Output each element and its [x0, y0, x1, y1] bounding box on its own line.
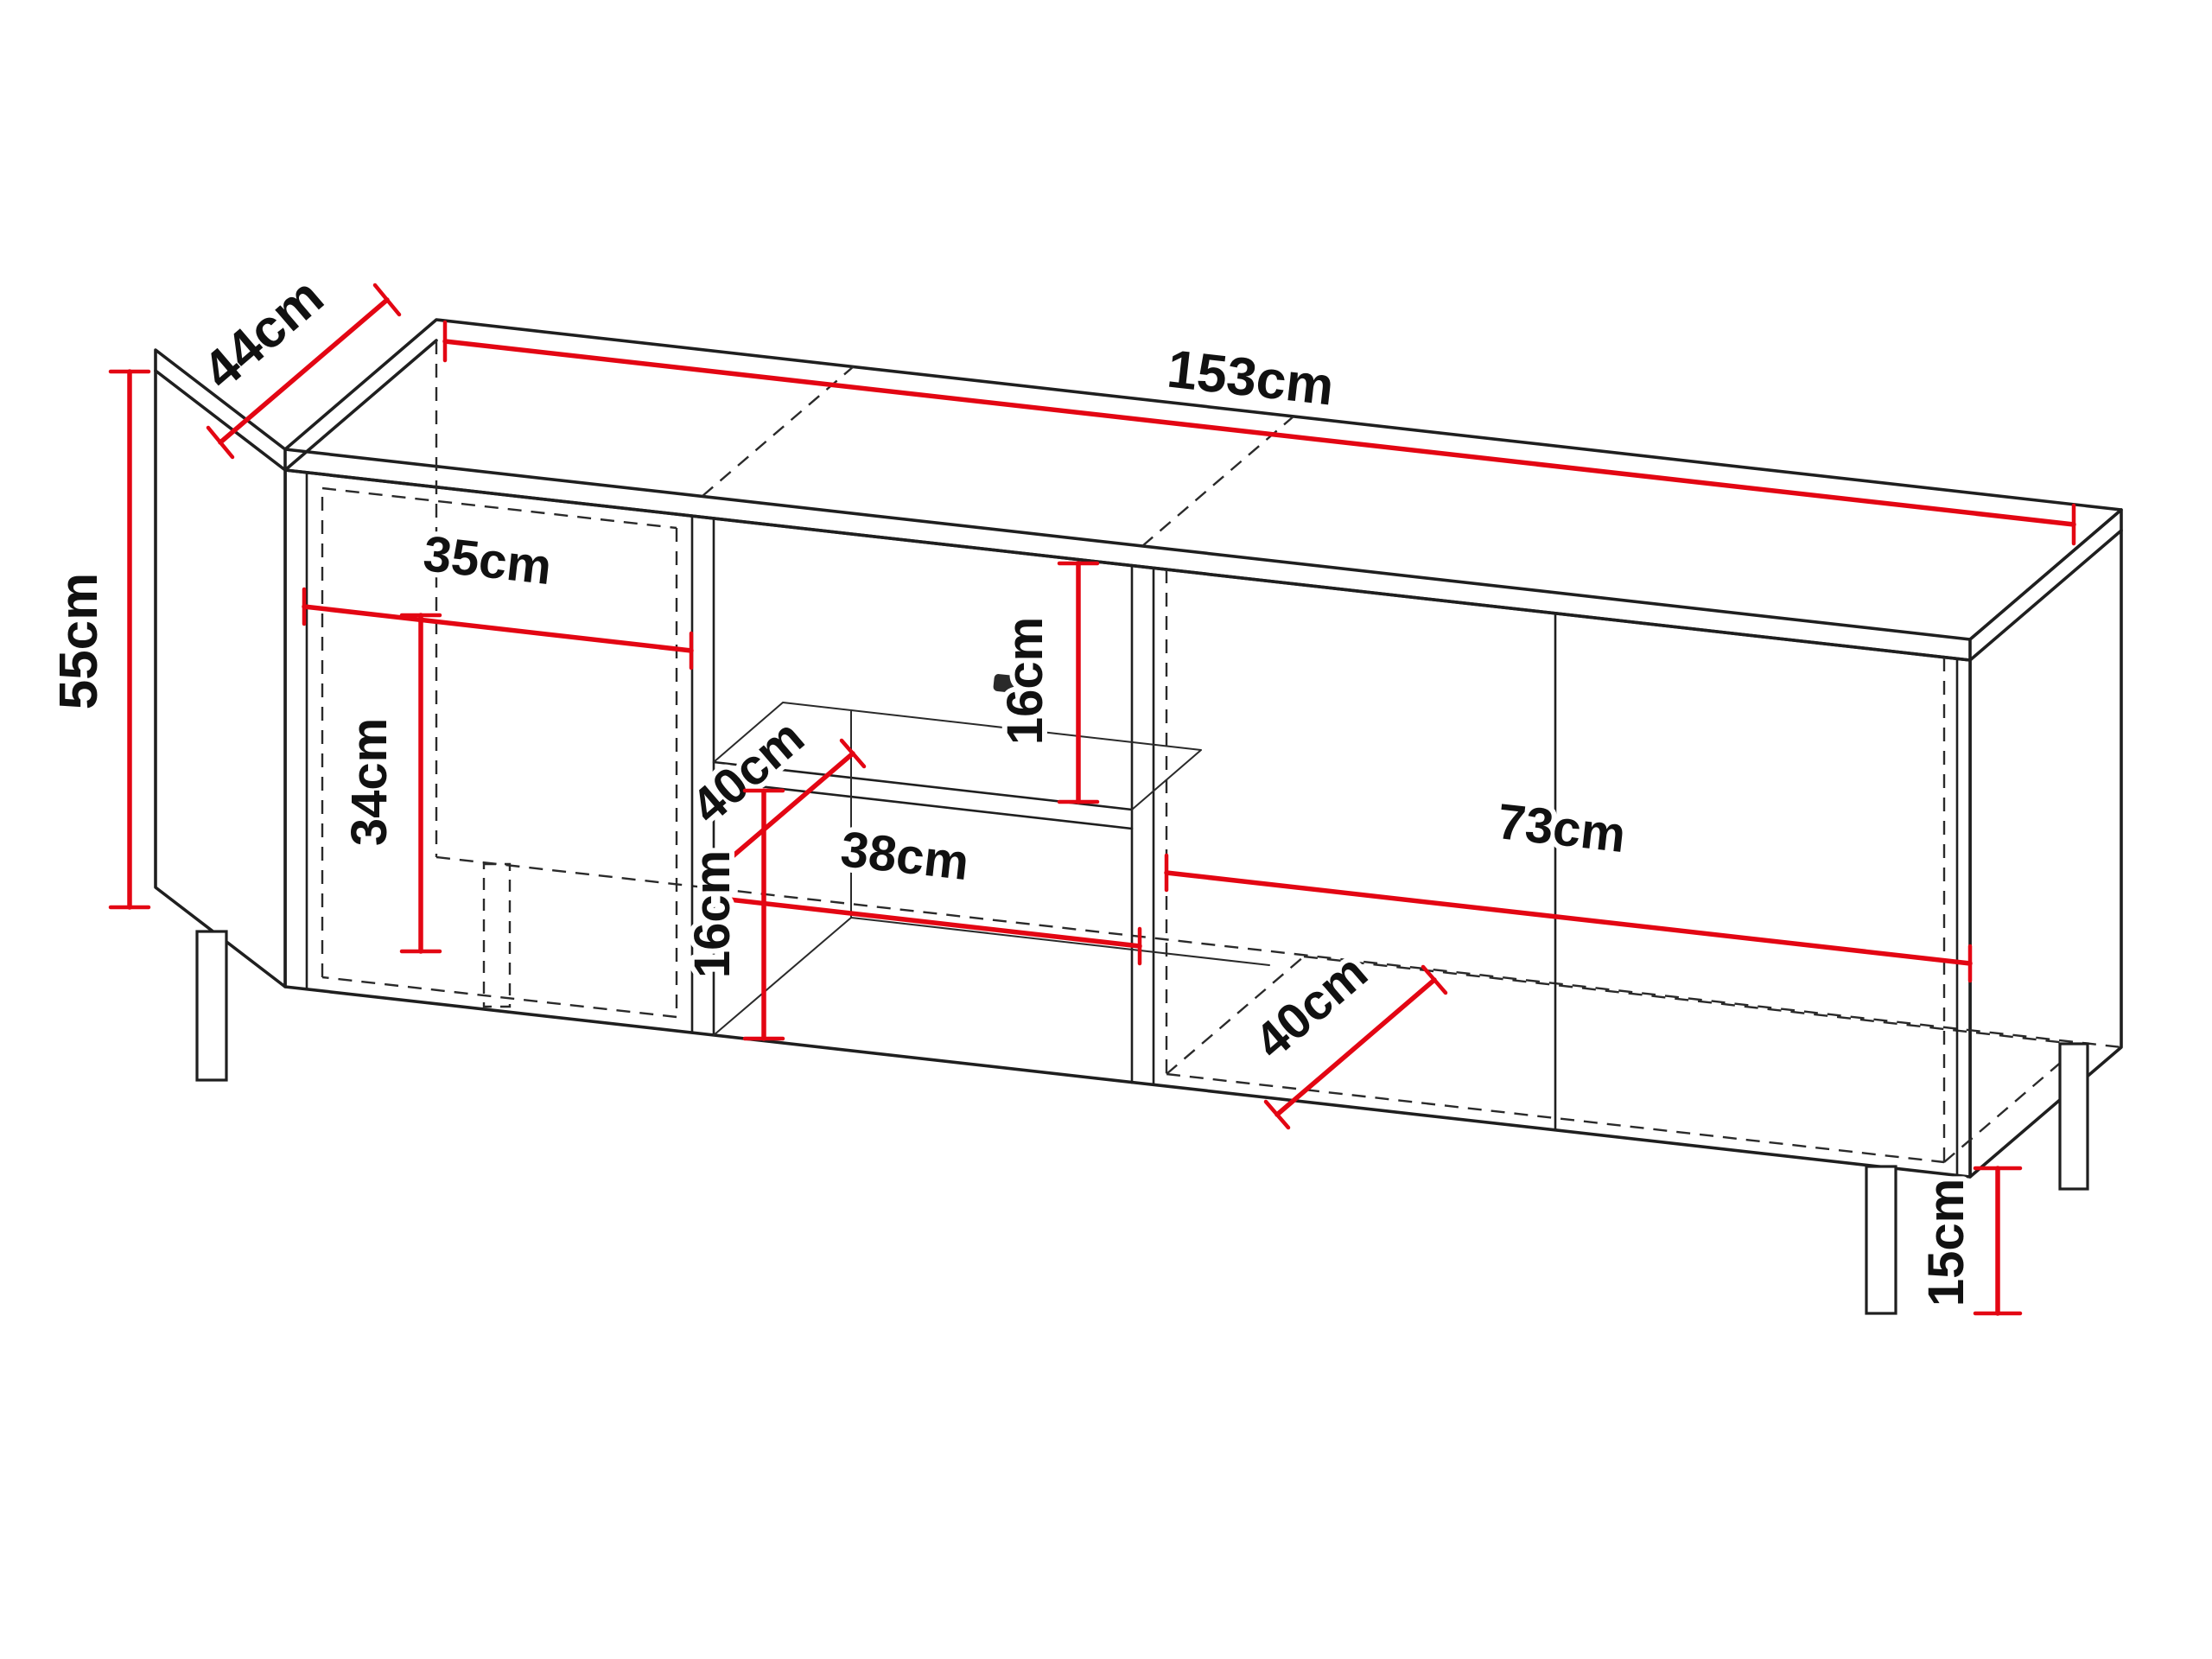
hidden-top-divider-lines	[702, 365, 1294, 547]
dimension-leg-height: 15cm	[1913, 1166, 2023, 1316]
leg-front-left	[195, 930, 228, 1082]
dimension-label-total-depth: 44cm	[192, 267, 334, 402]
hidden-left-compartment	[321, 486, 678, 1019]
front-panel-divisions	[305, 471, 1959, 1177]
dimension-left-compartment-height: 34cm	[336, 613, 442, 954]
dimension-niche-upper-height: 16cm	[992, 561, 1100, 804]
top-slab-edges	[154, 339, 2123, 662]
leg-back-right	[2058, 1042, 2089, 1191]
dimension-label-niche-upper-height: 16cm	[997, 617, 1053, 745]
dimension-body-height: 55cm	[44, 369, 151, 910]
left-end-panel	[154, 348, 287, 988]
cabinet-drawing	[154, 318, 2123, 1315]
hidden-back-edges	[435, 340, 2122, 1049]
dimension-label-leg-height: 15cm	[1918, 1179, 1974, 1306]
dimension-label-left-compartment-height: 34cm	[341, 718, 397, 846]
dimension-label-body-height: 55cm	[49, 573, 109, 710]
dimension-label-niche-lower-height: 16cm	[684, 850, 741, 978]
cable-notch	[993, 674, 1036, 695]
dimension-niche-lower-height: 16cm	[679, 788, 785, 1041]
leg-front-right	[1865, 1165, 1897, 1315]
niche-interior-depth-lines	[713, 702, 1270, 1036]
